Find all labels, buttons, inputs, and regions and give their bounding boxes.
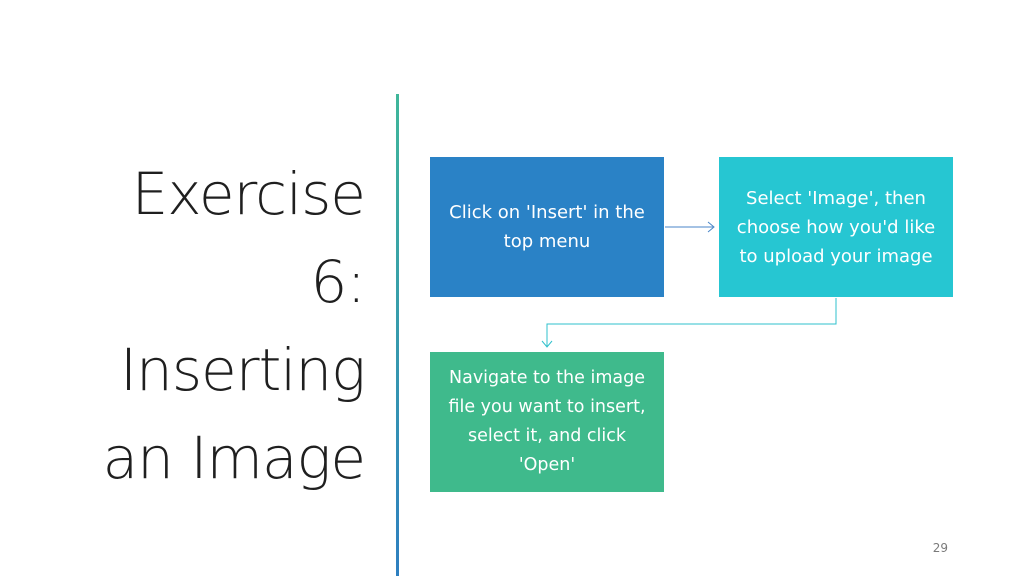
flow-step-3: Navigate to the image file you want to i…	[430, 352, 664, 492]
vertical-divider	[396, 94, 399, 576]
title-line-3: Inserting	[119, 336, 366, 404]
title-line-1: Exercise	[131, 160, 366, 228]
page-number: 29	[932, 541, 948, 555]
flow-step-3-text: Navigate to the image file you want to i…	[448, 368, 646, 475]
flow-step-2-text: Select 'Image', then choose how you'd li…	[736, 187, 936, 267]
flow-step-2: Select 'Image', then choose how you'd li…	[719, 157, 953, 297]
title-line-2: 6:	[310, 248, 366, 316]
arrow-step1-to-step2	[665, 221, 715, 233]
flow-step-1-text: Click on 'Insert' in the top menu	[449, 202, 645, 252]
title-line-4: an Image	[102, 424, 366, 492]
slide-title: Exercise 6: Inserting an Image	[60, 150, 366, 502]
arrow-step2-to-step3	[541, 298, 837, 348]
flow-step-1: Click on 'Insert' in the top menu	[430, 157, 664, 297]
